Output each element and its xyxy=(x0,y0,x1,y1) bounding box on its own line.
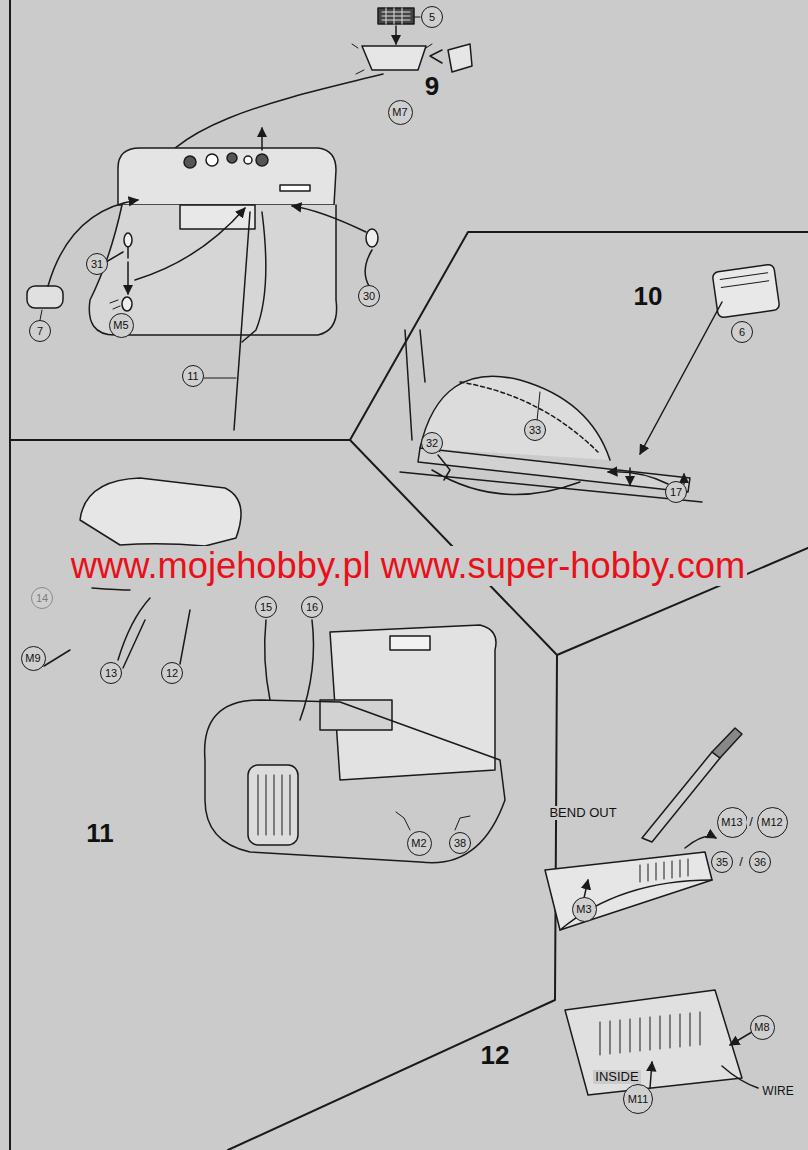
callout-number: 13 xyxy=(105,668,117,679)
callout-number: 16 xyxy=(306,602,318,613)
callout-number: 7 xyxy=(37,326,43,337)
callout-circle: M5 xyxy=(109,313,134,338)
callout-circle: M2 xyxy=(407,831,432,856)
callout-number: 12 xyxy=(166,668,178,679)
callout-circle: 14 xyxy=(31,587,53,609)
callout-circle: 35 xyxy=(711,851,733,873)
instruction-note: INSIDE xyxy=(593,1070,640,1084)
watermark: www.mojehobby.pl www.super-hobby.com xyxy=(69,546,747,586)
callout-number: M7 xyxy=(392,107,407,118)
callout-number: 30 xyxy=(363,291,375,302)
callout-number: 31 xyxy=(91,259,103,270)
callout-number: M3 xyxy=(576,904,591,915)
callout-circle: 17 xyxy=(665,481,687,503)
callout-circle: M8 xyxy=(750,1015,775,1040)
callout-circle: M3 xyxy=(572,897,597,922)
callout-circle: 30 xyxy=(358,285,380,307)
step-number: 11 xyxy=(84,819,116,848)
instruction-note: BEND OUT xyxy=(547,806,618,820)
callout-number: M12 xyxy=(761,817,782,828)
callout-circle: 5 xyxy=(421,6,443,28)
separator: / xyxy=(747,815,755,829)
callout-number: M11 xyxy=(628,1094,649,1105)
callout-number: 11 xyxy=(187,371,198,382)
callout-number: 5 xyxy=(429,12,435,23)
callout-number: 14 xyxy=(36,593,48,604)
separator: / xyxy=(737,855,745,869)
callout-circle: 31 xyxy=(86,253,108,275)
callout-circle: 38 xyxy=(449,832,471,854)
instruction-note: WIRE xyxy=(760,1085,795,1098)
callout-number: 35 xyxy=(716,857,728,868)
step-number: 9 xyxy=(423,72,441,101)
step-number: 10 xyxy=(632,282,665,311)
callout-circle: 32 xyxy=(421,432,443,454)
callout-circle: 12 xyxy=(161,662,183,684)
callout-number: M5 xyxy=(113,320,128,331)
callout-circle: M11 xyxy=(623,1084,653,1114)
callout-circle: 11 xyxy=(182,365,204,387)
callout-circle: M7 xyxy=(388,100,413,125)
callout-number: M8 xyxy=(754,1022,769,1033)
callout-number: 15 xyxy=(260,602,272,613)
callout-circle: 7 xyxy=(29,320,51,342)
callout-circle: M13 xyxy=(717,807,748,838)
callout-number: M13 xyxy=(721,817,742,828)
callout-number: M2 xyxy=(411,838,426,849)
callout-circle: 6 xyxy=(731,321,753,343)
callout-circle: M9 xyxy=(21,646,46,671)
callout-number: 36 xyxy=(754,857,766,868)
callout-number: 38 xyxy=(454,838,466,849)
step-number: 12 xyxy=(479,1041,512,1070)
callout-circle: 16 xyxy=(301,596,323,618)
callout-number: 33 xyxy=(529,425,541,436)
callout-number: M9 xyxy=(25,653,40,664)
callout-circle: 36 xyxy=(749,851,771,873)
callout-circle: 15 xyxy=(255,596,277,618)
callout-number: 6 xyxy=(739,327,745,338)
callout-number: 17 xyxy=(670,487,682,498)
callout-circle: 13 xyxy=(100,662,122,684)
callout-number: 32 xyxy=(426,438,438,449)
callout-circle: 33 xyxy=(524,419,546,441)
callout-circle: M12 xyxy=(757,807,788,838)
